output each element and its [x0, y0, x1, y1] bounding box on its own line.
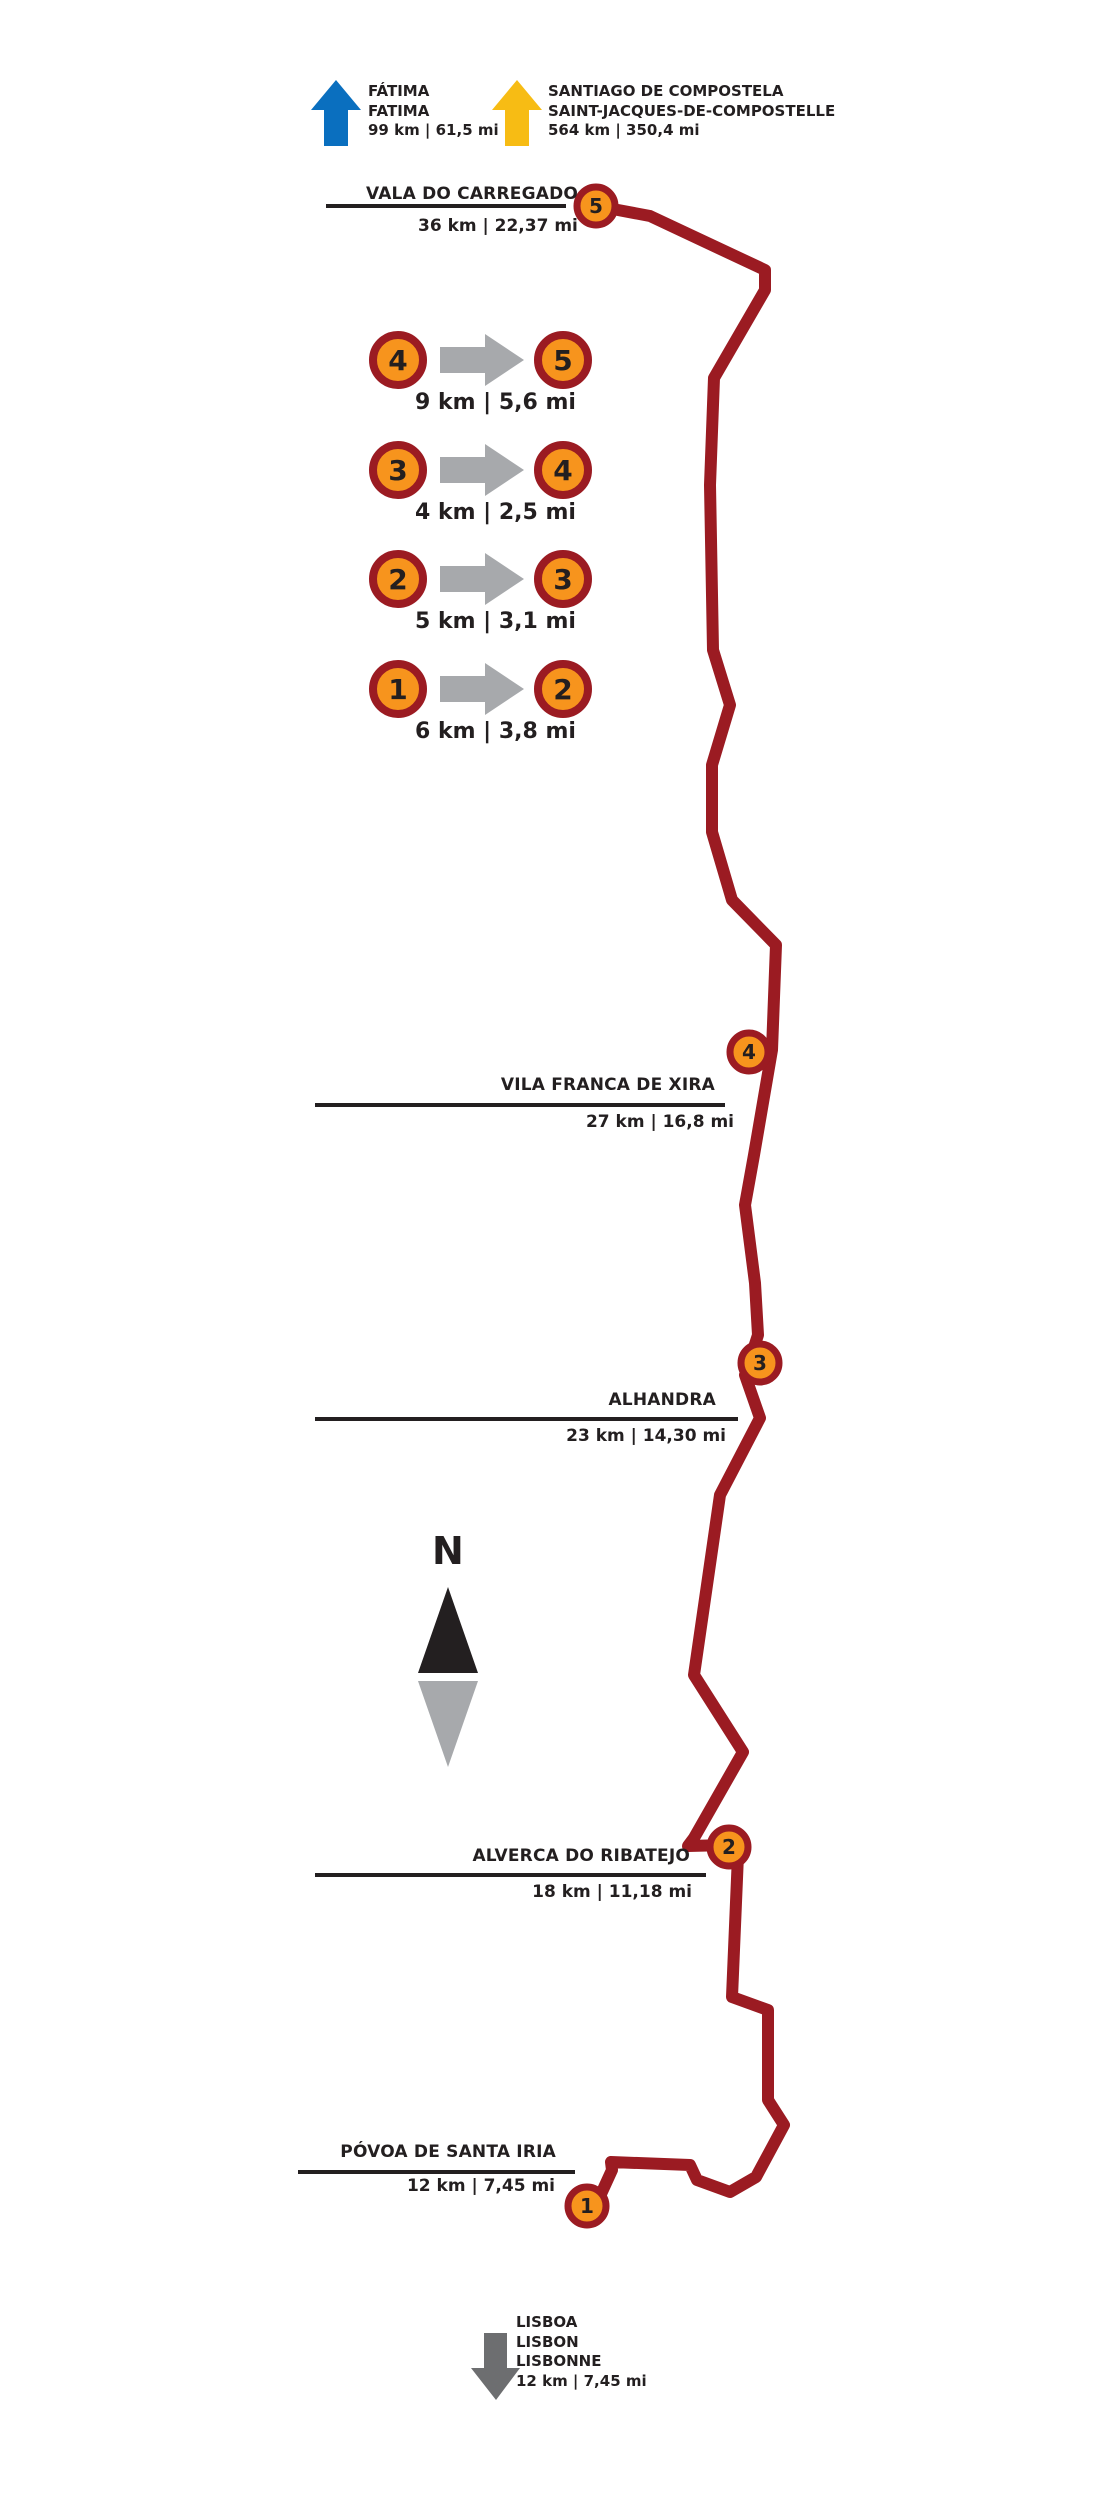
stage-arrow-icon [440, 553, 524, 605]
stage-from-number: 4 [388, 344, 407, 377]
compass-north-label: N [432, 1529, 464, 1573]
place-distance-povoa-de-santa-iria: 12 km | 7,45 mi [406, 2176, 555, 2196]
waypoint-marker-4: 4 [726, 1029, 772, 1075]
fatima-name-pt: FÁTIMA [368, 82, 430, 100]
place-distance-alverca-do-ribatejo: 18 km | 11,18 mi [532, 1882, 692, 1902]
destination-fatima: FÁTIMA FATIMA 99 km | 61,5 mi [368, 82, 499, 141]
stage-distance-3-to-4: 4 km | 2,5 mi [415, 500, 576, 525]
north-arrow-icon [418, 1587, 478, 1767]
stage-from-number: 2 [388, 563, 407, 596]
waypoint-number: 1 [580, 2194, 594, 2218]
stage-to-number: 2 [553, 673, 572, 706]
waypoint-marker-2: 2 [706, 1824, 752, 1870]
stage-distance-4-to-5: 9 km | 5,6 mi [415, 390, 576, 415]
lisboa-name-pt: LISBOA [516, 2313, 578, 2331]
waypoint-number: 4 [742, 1040, 756, 1064]
stage-from-number: 1 [388, 673, 407, 706]
fatima-name-alt: FATIMA [368, 101, 430, 120]
santiago-name-pt: SANTIAGO DE COMPOSTELA [548, 82, 784, 100]
stage-from-number: 3 [388, 454, 407, 487]
stage-arrow-icon [440, 663, 524, 715]
lisboa-distance: 12 km | 7,45 mi [516, 2371, 647, 2390]
place-name-vila-franca-de-xira: VILA FRANCA DE XIRA [500, 1075, 715, 1095]
stage-1-to-2: 1 2 [369, 660, 592, 718]
place-name-povoa-de-santa-iria: PÓVOA DE SANTA IRIA [340, 2142, 556, 2162]
lisboa-name-en: LISBON [516, 2332, 579, 2351]
place-name-vala-do-carregado: VALA DO CARREGADO [366, 184, 579, 204]
route-line [590, 204, 790, 2211]
waypoint-number: 3 [753, 1351, 767, 1375]
stage-2-to-3: 2 3 [369, 550, 592, 608]
stage-distance-1-to-2: 6 km | 3,8 mi [415, 719, 576, 744]
fatima-distance: 99 km | 61,5 mi [368, 121, 499, 139]
waypoint-number: 2 [722, 1835, 736, 1859]
destination-santiago: SANTIAGO DE COMPOSTELA SAINT-JACQUES-DE-… [548, 82, 835, 141]
santiago-arrow-icon [492, 80, 542, 146]
place-name-alverca-do-ribatejo: ALVERCA DO RIBATEJO [472, 1846, 690, 1866]
stage-arrow-icon [440, 334, 524, 386]
waypoint-marker-3: 3 [737, 1340, 783, 1386]
stage-4-to-5: 4 5 [369, 331, 592, 389]
stage-to-number: 4 [553, 454, 572, 487]
lisboa-arrow-icon [471, 2333, 520, 2400]
place-distance-vila-franca-de-xira: 27 km | 16,8 mi [585, 1112, 734, 1132]
place-distance-vala-do-carregado: 36 km | 22,37 mi [418, 216, 578, 236]
destination-lisboa: LISBOA LISBON LISBONNE 12 km | 7,45 mi [516, 2313, 647, 2391]
waypoint-marker-1: 1 [564, 2183, 610, 2229]
waypoint-marker-5: 5 [573, 183, 619, 229]
waypoint-number: 5 [589, 194, 603, 218]
fatima-arrow-icon [311, 80, 361, 146]
santiago-distance: 564 km | 350,4 mi [548, 121, 700, 139]
stage-3-to-4: 3 4 [369, 441, 592, 499]
stage-distance-2-to-3: 5 km | 3,1 mi [415, 609, 576, 634]
santiago-name-fr: SAINT-JACQUES-DE-COMPOSTELLE [548, 101, 836, 120]
place-distance-alhandra: 23 km | 14,30 mi [566, 1426, 726, 1446]
stage-to-number: 5 [553, 344, 572, 377]
lisboa-name-fr: LISBONNE [516, 2352, 602, 2370]
stage-to-number: 3 [553, 563, 572, 596]
place-name-alhandra: ALHANDRA [608, 1390, 716, 1410]
stage-arrow-icon [440, 444, 524, 496]
